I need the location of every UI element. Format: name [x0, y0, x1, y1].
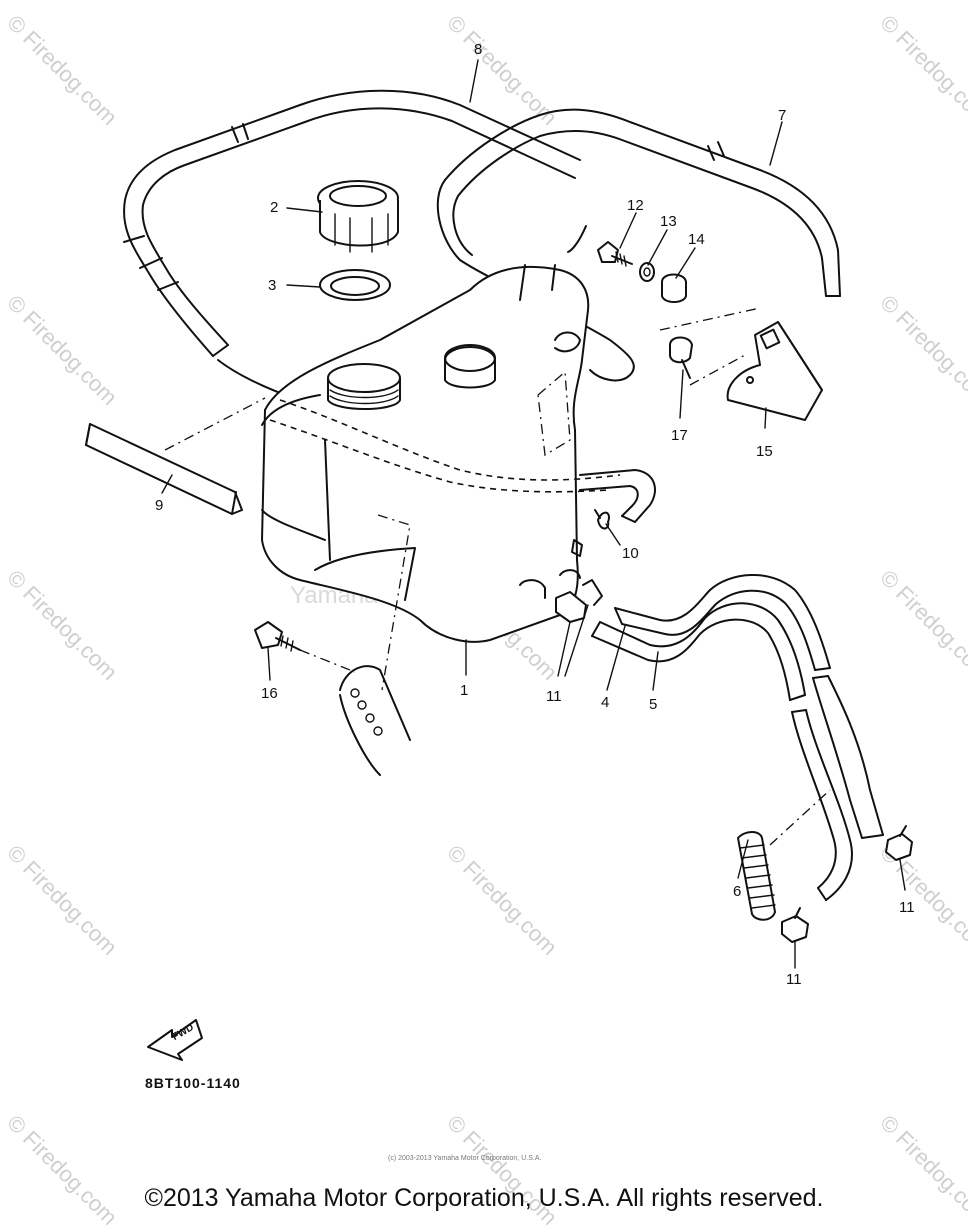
diagram-code: 8BT100-1140: [145, 1075, 241, 1091]
callout-11: 11: [899, 899, 915, 916]
washer-13: [639, 262, 655, 282]
bolt-16: [254, 621, 301, 652]
leader-line: [769, 789, 831, 846]
breather-hose: [579, 485, 639, 517]
breather-hose: [621, 515, 636, 523]
callout-leaders: [161, 59, 906, 969]
callout-15: 15: [756, 443, 773, 460]
fuel-hose-5: [591, 602, 853, 901]
grommet-14: [661, 273, 687, 303]
leader-line: [299, 649, 356, 673]
fuel-cap-2: [317, 180, 399, 253]
callout-10: 10: [622, 545, 639, 562]
diagram-drawing: [85, 59, 913, 1061]
leader-line: [659, 307, 761, 331]
leader-line: [164, 397, 266, 451]
clip-11: [885, 825, 913, 861]
small-notice: (c) 2003-2013 Yamaha Motor Corporation, …: [388, 1155, 542, 1162]
callout-5: 5: [649, 696, 658, 713]
bolt-17: [669, 336, 693, 379]
callout-3: 3: [268, 277, 277, 294]
clip-10: [594, 509, 610, 530]
callout-9: 9: [155, 497, 164, 514]
callout-6: 6: [733, 883, 742, 900]
fuel-tank-1: [261, 264, 590, 643]
hose-9: [85, 423, 243, 515]
callout-13: 13: [660, 213, 677, 230]
internal-hose: [269, 419, 611, 493]
parts-diagram: © Firedog.com © Firedog.com © Firedog.co…: [2, 10, 968, 1230]
callout-8: 8: [474, 41, 483, 58]
callout-11: 11: [786, 971, 802, 988]
callout-11: 11: [546, 688, 562, 705]
bolt-12: [597, 241, 633, 267]
hose-protector-6: [737, 831, 776, 921]
frame-member: [339, 665, 411, 776]
callout-7: 7: [778, 107, 787, 124]
bracket-outline: [537, 370, 571, 457]
gasket-3: [319, 269, 391, 301]
callout-1: 1: [460, 682, 469, 699]
callout-4: 4: [601, 694, 610, 711]
internal-hose: [279, 399, 621, 481]
clip-11: [555, 579, 603, 623]
fwd-arrow-icon: [147, 1019, 203, 1061]
bracket-15: [726, 321, 823, 421]
callout-12: 12: [627, 197, 644, 214]
callout-16: 16: [261, 685, 278, 702]
callout-17: 17: [671, 427, 688, 444]
clip-11: [781, 907, 809, 943]
callout-2: 2: [270, 199, 279, 216]
breather-hose: [579, 469, 656, 523]
copyright-notice: ©2013 Yamaha Motor Corporation, U.S.A. A…: [144, 1184, 824, 1212]
callout-14: 14: [688, 231, 705, 248]
leader-line: [689, 354, 746, 386]
fuel-hose-4: [614, 573, 884, 839]
